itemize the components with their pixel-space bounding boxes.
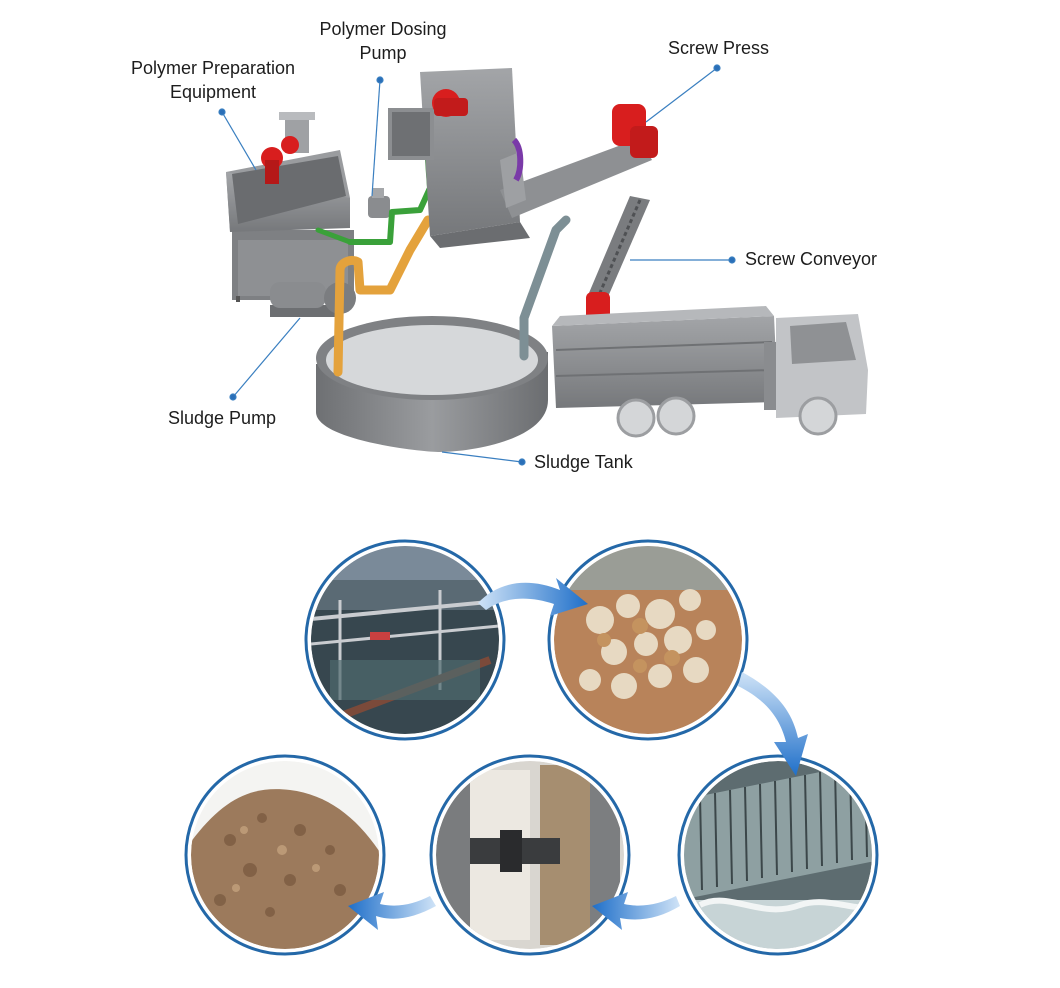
photo-circle-screw-shaft: [429, 754, 631, 956]
label-sludge-tank: Sludge Tank: [534, 452, 633, 472]
curved-arrow-icon: [592, 892, 680, 930]
leader-dot-icon: [518, 458, 526, 466]
screw-press: [388, 68, 658, 248]
curved-arrow-icon: [478, 578, 588, 616]
dump-truck: [552, 306, 868, 438]
label-screw-press: Screw Press: [668, 38, 770, 58]
polymer-dosing-pump: [368, 188, 390, 218]
label-polymer-preparation-line1: Polymer Preparation: [130, 58, 296, 78]
photo-circle-screw-filtration: [677, 754, 879, 956]
label-polymer-dosing-line1: Polymer Dosing: [319, 19, 447, 39]
polymer-preparation-equipment: [226, 112, 354, 302]
curved-arrow-icon: [348, 892, 436, 930]
leader-dot-icon: [229, 393, 237, 401]
photo-circle-flocculated-sludge: [547, 539, 749, 741]
curved-arrow-icon: [738, 672, 808, 776]
callout-leaders: [218, 64, 736, 466]
photo-circle-treatment-tank: [304, 539, 506, 741]
leader-dot-icon: [218, 108, 226, 116]
leader-dot-icon: [376, 76, 384, 84]
photo-circle-sludge-cake: [184, 754, 386, 956]
leader-dot-icon: [713, 64, 721, 72]
label-sludge-pump: Sludge Pump: [168, 408, 277, 428]
screw-conveyor: [586, 196, 650, 322]
label-polymer-preparation-line2: Equipment: [169, 82, 257, 102]
label-screw-conveyor: Screw Conveyor: [745, 249, 878, 269]
sludge-pump: [270, 282, 356, 317]
leader-dot-icon: [728, 256, 736, 264]
label-polymer-dosing-line2: Pump: [359, 43, 407, 63]
sludge-tank: [316, 316, 548, 452]
